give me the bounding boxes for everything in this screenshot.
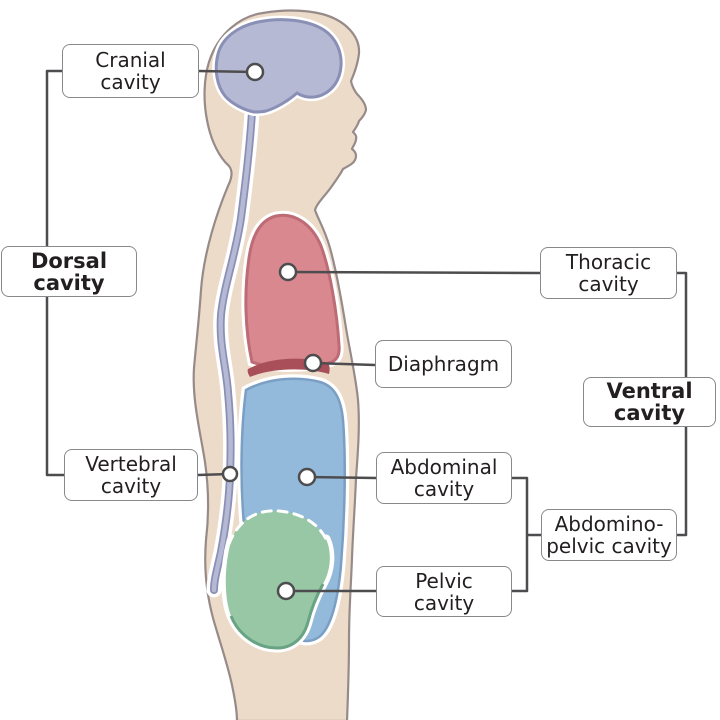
label-line: pelvic cavity — [546, 534, 672, 558]
diaphragm-dot — [303, 353, 323, 373]
cranial-cavity-region — [214, 18, 343, 114]
label-line: Vertebral — [85, 452, 177, 476]
pelvic-cavity-region — [225, 510, 330, 649]
pelvic-abdominal-dashed-boundary — [227, 509, 328, 546]
cranial-leader-line — [198, 69, 256, 74]
label-line: cavity — [578, 272, 639, 296]
diaphragm-label: Diaphragm — [375, 340, 512, 388]
vertebral-dot — [221, 465, 239, 483]
pelvic-cavity-label: Pelvic cavity — [376, 566, 512, 617]
label-line: Cranial — [95, 48, 166, 72]
label-line: cavity — [100, 70, 161, 94]
thoracic-cavity-label: Thoracic cavity — [540, 247, 677, 299]
pelvic-cavity-rim — [229, 583, 325, 650]
leader-dots — [221, 62, 323, 601]
dorsal-cavity-label: Dorsal cavity — [1, 246, 137, 297]
label-line: Abdominal — [390, 455, 498, 479]
label-line: Ventral — [606, 379, 693, 403]
label-line: Abdomino- — [554, 512, 664, 536]
vertebral-cavity-label: Vertebral cavity — [64, 449, 198, 501]
label-line: Thoracic — [565, 250, 652, 274]
diaphragm-leader-line — [312, 361, 376, 367]
cranial-dot — [245, 62, 265, 82]
spinal-canal-core — [211, 109, 255, 593]
abdominal-dot — [297, 467, 317, 487]
pelvic-dot — [276, 581, 296, 601]
label-line: Dorsal — [30, 248, 108, 273]
label-line: cavity — [413, 477, 475, 501]
abdominopelvic-bracket — [512, 476, 529, 593]
label-line: Pelvic — [415, 568, 473, 593]
abdominal-leader-line — [306, 475, 377, 480]
label-line: cavity — [413, 590, 475, 615]
label-line: cavity — [613, 401, 686, 425]
abdominopelvic-cavity-label: Abdomino- pelvic cavity — [541, 509, 677, 561]
ventral-cavity-label: Ventral cavity — [583, 377, 716, 427]
thoracic-leader-line — [287, 270, 541, 275]
thoracic-dot — [278, 262, 298, 282]
cranial-cavity-label: Cranial cavity — [62, 44, 199, 98]
vertebral-cavity-region — [206, 104, 260, 598]
label-line: cavity — [100, 474, 162, 498]
label-line: cavity — [33, 270, 105, 295]
label-line: Diaphragm — [387, 352, 500, 376]
abdominal-cavity-label: Abdominal cavity — [376, 452, 512, 504]
